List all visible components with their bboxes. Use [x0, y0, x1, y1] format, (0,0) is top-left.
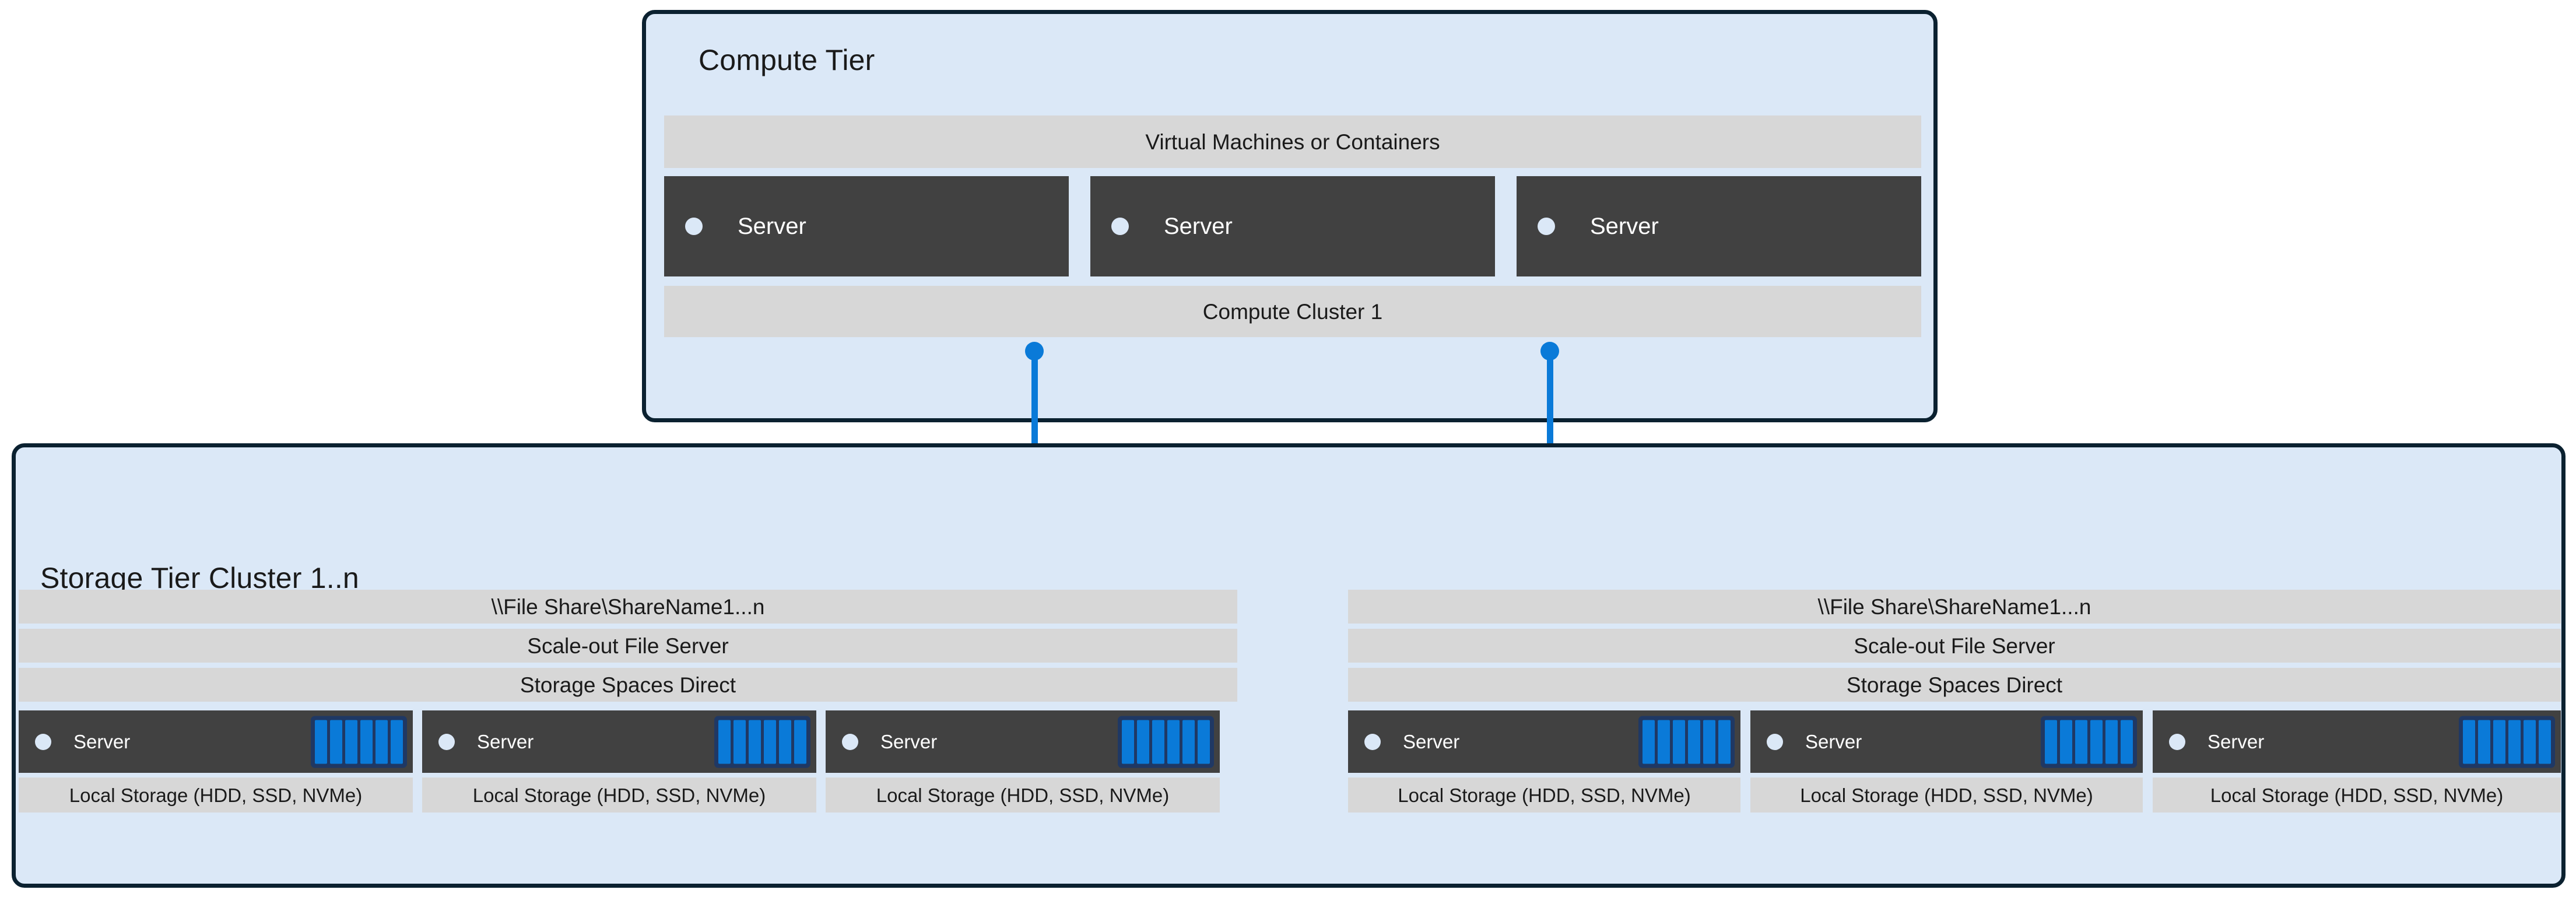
- local-storage-band-right-3: Local Storage (HDD, SSD, NVMe): [2153, 778, 2561, 813]
- compute-server-label-1: Server: [738, 213, 806, 239]
- virtual-machines-band-label: Virtual Machines or Containers: [1145, 129, 1440, 154]
- storage-tier-container: Storage Tier Cluster 1..n \\File Share\S…: [12, 443, 2566, 888]
- storage-spaces-direct-band-left: Storage Spaces Direct: [19, 668, 1237, 702]
- storage-server-label-left-2: Server: [477, 730, 534, 752]
- scale-out-file-server-band-right: Scale-out File Server: [1348, 629, 2561, 663]
- disk-array-icon: [714, 716, 810, 768]
- local-storage-band-right-1: Local Storage (HDD, SSD, NVMe): [1348, 778, 1740, 813]
- status-dot-icon: [438, 733, 455, 750]
- compute-server-label-2: Server: [1164, 213, 1233, 239]
- compute-cluster-band: Compute Cluster 1: [664, 286, 1921, 337]
- scale-out-file-server-band-label-right: Scale-out File Server: [1854, 633, 2055, 658]
- compute-server-label-3: Server: [1590, 213, 1659, 239]
- storage-spaces-direct-band-right: Storage Spaces Direct: [1348, 668, 2561, 702]
- storage-server-card-left-1[interactable]: Server: [19, 710, 413, 773]
- disk-array-icon: [1118, 716, 1214, 768]
- disk-array-icon: [311, 716, 407, 768]
- scale-out-file-server-band-label-left: Scale-out File Server: [527, 633, 729, 658]
- local-storage-label-left-3: Local Storage (HDD, SSD, NVMe): [876, 784, 1170, 806]
- virtual-machines-band: Virtual Machines or Containers: [664, 115, 1921, 168]
- local-storage-band-left-3: Local Storage (HDD, SSD, NVMe): [826, 778, 1220, 813]
- storage-tier-title: Storage Tier Cluster 1..n: [40, 562, 359, 594]
- status-dot-icon: [1538, 218, 1555, 235]
- file-share-band-label-right: \\File Share\ShareName1...n: [1817, 594, 2091, 619]
- status-dot-icon: [1111, 218, 1129, 235]
- storage-server-card-left-2[interactable]: Server: [422, 710, 816, 773]
- status-dot-icon: [1364, 733, 1381, 750]
- disk-array-icon: [2459, 716, 2555, 768]
- file-share-band-label-left: \\File Share\ShareName1...n: [491, 594, 765, 619]
- disk-array-icon: [1638, 716, 1735, 768]
- local-storage-label-right-3: Local Storage (HDD, SSD, NVMe): [2210, 784, 2504, 806]
- scale-out-file-server-band-left: Scale-out File Server: [19, 629, 1237, 663]
- status-dot-icon: [2169, 733, 2185, 750]
- local-storage-label-right-2: Local Storage (HDD, SSD, NVMe): [1800, 784, 2093, 806]
- compute-server-card-2[interactable]: Server: [1090, 176, 1495, 276]
- storage-server-label-left-1: Server: [73, 730, 131, 752]
- local-storage-label-left-2: Local Storage (HDD, SSD, NVMe): [472, 784, 766, 806]
- local-storage-label-left-1: Local Storage (HDD, SSD, NVMe): [69, 784, 363, 806]
- local-storage-band-left-1: Local Storage (HDD, SSD, NVMe): [19, 778, 413, 813]
- storage-server-label-right-1: Server: [1403, 730, 1460, 752]
- local-storage-band-right-2: Local Storage (HDD, SSD, NVMe): [1750, 778, 2143, 813]
- storage-server-card-right-1[interactable]: Server: [1348, 710, 1740, 773]
- status-dot-icon: [1767, 733, 1783, 750]
- storage-server-card-right-2[interactable]: Server: [1750, 710, 2143, 773]
- local-storage-label-right-1: Local Storage (HDD, SSD, NVMe): [1398, 784, 1691, 806]
- compute-to-storage-link-left: [1025, 342, 1044, 469]
- compute-cluster-band-label: Compute Cluster 1: [1202, 299, 1383, 324]
- connector-line: [1546, 351, 1553, 460]
- compute-server-card-3[interactable]: Server: [1517, 176, 1921, 276]
- file-share-band-left: \\File Share\ShareName1...n: [19, 590, 1237, 624]
- storage-server-card-right-3[interactable]: Server: [2153, 710, 2561, 773]
- storage-server-label-right-3: Server: [2208, 730, 2265, 752]
- storage-server-label-right-2: Server: [1805, 730, 1862, 752]
- connector-line: [1031, 351, 1038, 460]
- disk-array-icon: [2041, 716, 2137, 768]
- file-share-band-right: \\File Share\ShareName1...n: [1348, 590, 2561, 624]
- compute-tier-title: Compute Tier: [699, 44, 875, 76]
- status-dot-icon: [842, 733, 858, 750]
- compute-to-storage-link-right: [1540, 342, 1559, 469]
- storage-server-card-left-3[interactable]: Server: [826, 710, 1220, 773]
- local-storage-band-left-2: Local Storage (HDD, SSD, NVMe): [422, 778, 816, 813]
- storage-spaces-direct-band-label-right: Storage Spaces Direct: [1846, 673, 2063, 697]
- compute-server-card-1[interactable]: Server: [664, 176, 1069, 276]
- status-dot-icon: [685, 218, 703, 235]
- status-dot-icon: [35, 733, 51, 750]
- storage-spaces-direct-band-label-left: Storage Spaces Direct: [520, 673, 736, 697]
- storage-server-label-left-3: Server: [880, 730, 938, 752]
- compute-tier-container: Compute Tier Virtual Machines or Contain…: [642, 10, 1938, 422]
